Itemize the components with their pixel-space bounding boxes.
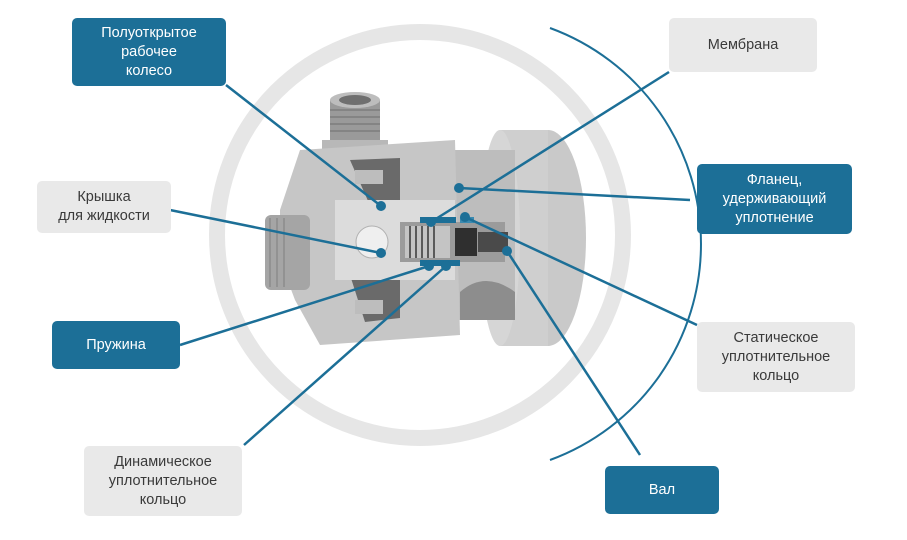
label-membrane: Мембрана [669,18,817,72]
dot-shaft [502,246,512,256]
leader-dots [376,183,512,271]
leader-liquid-cover [169,208,382,255]
leader-shaft [505,250,642,456]
leader-spring [179,264,430,347]
dot-membrane [426,217,436,227]
label-static-ring: Статическое уплотнительное кольцо [697,322,855,392]
leader-lines [169,70,698,456]
label-dynamic-ring: Динамическое уплотнительное кольцо [84,446,242,516]
leader-dynamic-ring [243,265,447,446]
leader-flange [458,186,691,202]
dot-impeller [376,201,386,211]
background-ring [209,24,631,446]
label-spring: Пружина [52,321,180,369]
right-arc [549,27,702,461]
label-liquid-cover: Крышка для жидкости [37,181,171,233]
label-shaft: Вал [605,466,719,514]
leader-impeller [225,84,382,207]
label-flange: Фланец, удерживающий уплотнение [697,164,852,234]
dot-static-ring [460,212,470,222]
pump-body [265,92,586,346]
label-impeller: Полуоткрытое рабочее колесо [72,18,226,86]
dot-spring [424,261,434,271]
leader-static-ring [464,215,698,327]
dot-liquid-cover [376,248,386,258]
leader-membrane [430,70,670,224]
dot-dynamic-ring [441,261,451,271]
dot-flange [454,183,464,193]
